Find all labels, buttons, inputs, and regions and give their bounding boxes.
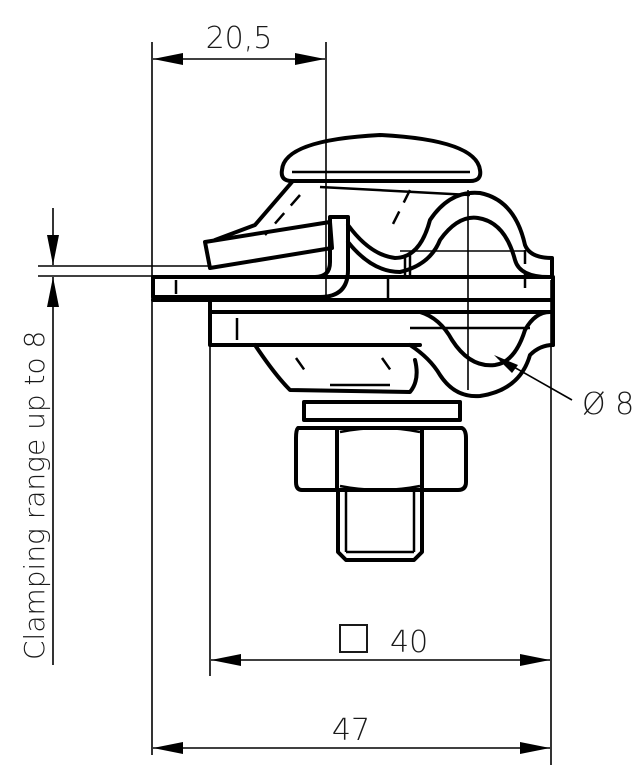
dimension-square-40: 40	[209, 280, 552, 765]
dimension-47: 47	[153, 713, 550, 754]
dimension-label-40: 40	[390, 625, 428, 660]
washer	[302, 400, 462, 422]
tilted-tongue	[203, 220, 334, 270]
diameter-label: Ø 8	[582, 387, 634, 422]
hex-nut	[294, 426, 468, 492]
clamping-range-label: Clamping range up to 8	[18, 331, 51, 660]
clamp-body	[151, 133, 555, 562]
dome-cap	[279, 133, 483, 183]
dimension-label-47: 47	[332, 713, 370, 748]
lower-plate	[208, 298, 555, 347]
upper-saddle	[346, 190, 554, 279]
dimension-diameter: Ø 8	[494, 355, 634, 422]
lower-body	[253, 343, 419, 394]
dimension-label-20-5: 20,5	[206, 21, 273, 56]
bent-strap	[151, 215, 350, 299]
dimension-clamping-range: Clamping range up to 8	[18, 208, 210, 665]
bolt-thread	[336, 488, 424, 562]
diameter-arrowhead	[494, 355, 518, 373]
square-symbol-icon	[339, 624, 368, 653]
dimension-20-5: 20,5	[151, 21, 327, 755]
